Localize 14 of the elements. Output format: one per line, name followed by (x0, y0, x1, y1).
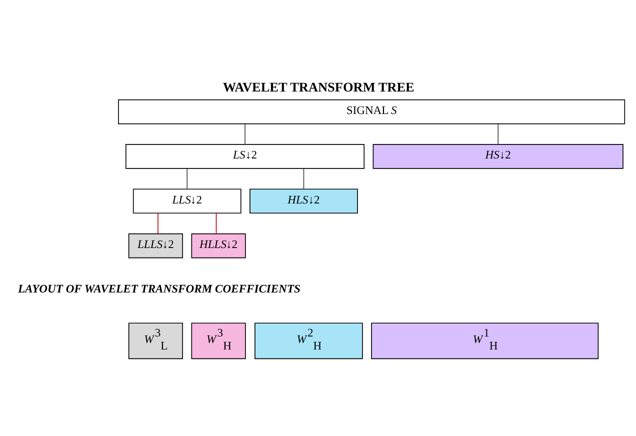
connector (303, 168, 304, 189)
node-box: HS↓2 (372, 144, 624, 168)
node-box: HLS↓2 (250, 188, 358, 214)
label: LAYOUT OF WAVELET TRANSFORM COEFFICIENTS (18, 282, 300, 296)
connector (216, 212, 217, 234)
diagram-title: WAVELET TRANSFORM TREE (222, 78, 414, 94)
node-box: LLS↓2 (132, 188, 242, 214)
connector (498, 123, 499, 144)
connector (186, 168, 188, 189)
node-box: SIGNAL S (118, 98, 626, 124)
node-box: LS↓2 (126, 144, 365, 168)
connector (244, 123, 246, 144)
node-box: HLLS↓2 (191, 232, 246, 258)
node-box: LLLS↓2 (128, 232, 183, 258)
